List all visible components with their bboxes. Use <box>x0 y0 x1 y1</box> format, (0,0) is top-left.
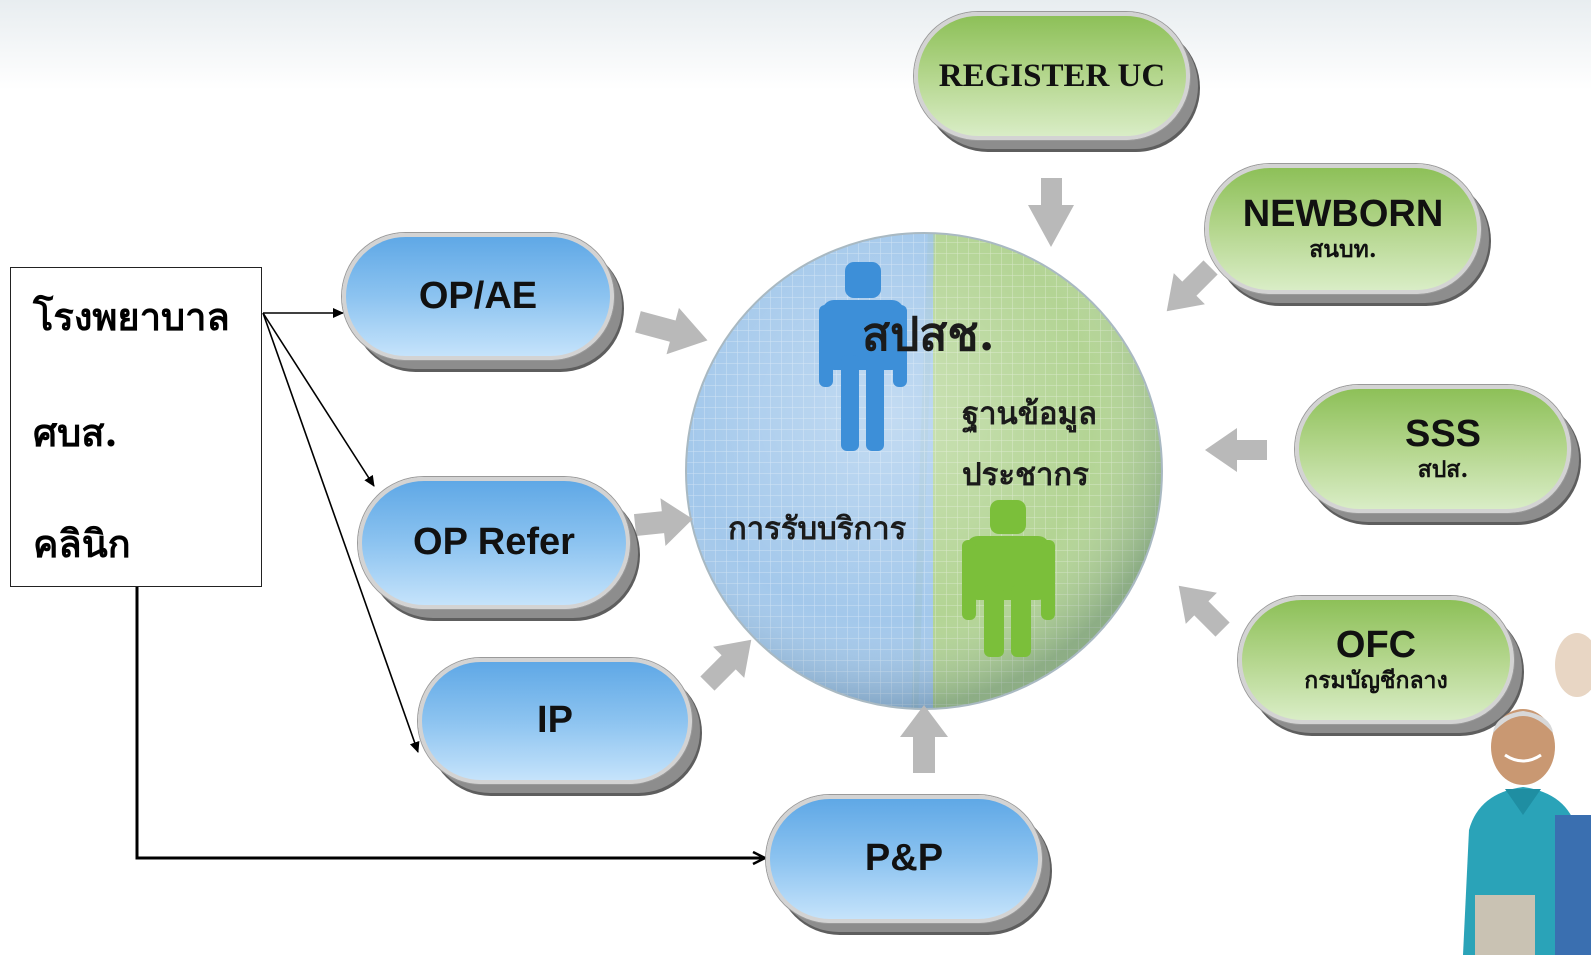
pp-node[interactable]: P&P <box>766 795 1042 923</box>
ofc-sub: กรมบัญชีกลาง <box>1304 666 1448 694</box>
center-left-label: การรับบริการ <box>728 511 907 547</box>
arrow-pp <box>900 705 948 773</box>
arrow-ofc <box>1178 585 1230 637</box>
ip-label: IP <box>537 699 573 742</box>
source-health-center: ศบส. <box>33 410 118 455</box>
register-uc-label: REGISTER UC <box>938 57 1166 94</box>
link-to-pp <box>135 587 765 858</box>
link-to-op-refer <box>262 312 375 487</box>
center-right-label-line1: ฐานข้อมูล <box>962 396 1097 432</box>
newborn-node[interactable]: NEWBORN สนบท. <box>1205 164 1481 294</box>
center-right-label-line2: ประชากร <box>962 457 1089 493</box>
arrow-sss <box>1205 428 1267 472</box>
register-uc-node[interactable]: REGISTER UC <box>914 12 1190 140</box>
arrow-op-refer <box>633 498 693 547</box>
person-blue-icon <box>819 262 907 451</box>
op-refer-node[interactable]: OP Refer <box>358 477 630 609</box>
ofc-node[interactable]: OFC กรมบัญชีกลาง <box>1238 596 1514 724</box>
op-ae-label: OP/AE <box>418 274 538 317</box>
ip-node[interactable]: IP <box>418 658 692 784</box>
pp-label: P&P <box>864 837 944 880</box>
op-ae-node[interactable]: OP/AE <box>342 233 614 360</box>
sss-node[interactable]: SSS สปส. <box>1295 385 1571 513</box>
newborn-sub: สนบท. <box>1309 235 1377 263</box>
elderly-man-photo <box>1455 625 1591 955</box>
person-green-icon <box>962 500 1055 657</box>
op-refer-label: OP Refer <box>413 521 575 564</box>
center-title: สปสช. <box>862 307 995 361</box>
sss-sub: สปส. <box>1417 455 1469 483</box>
arrow-ip <box>700 639 752 691</box>
source-clinic: คลินิก <box>33 521 131 566</box>
gray-arrows <box>633 178 1267 773</box>
arrow-op-ae <box>635 307 708 355</box>
top-gradient-band <box>0 0 1591 90</box>
arrow-newborn <box>1166 260 1218 312</box>
ofc-label: OFC <box>1335 623 1417 666</box>
source-hospital: โรงพยาบาล <box>33 294 230 339</box>
arrow-register-uc <box>1028 178 1074 247</box>
newborn-label: NEWBORN <box>1242 192 1444 235</box>
sss-label: SSS <box>1404 412 1482 455</box>
link-to-ip <box>262 312 420 753</box>
hospital-box: โรงพยาบาล ศบส. คลินิก <box>10 267 262 587</box>
